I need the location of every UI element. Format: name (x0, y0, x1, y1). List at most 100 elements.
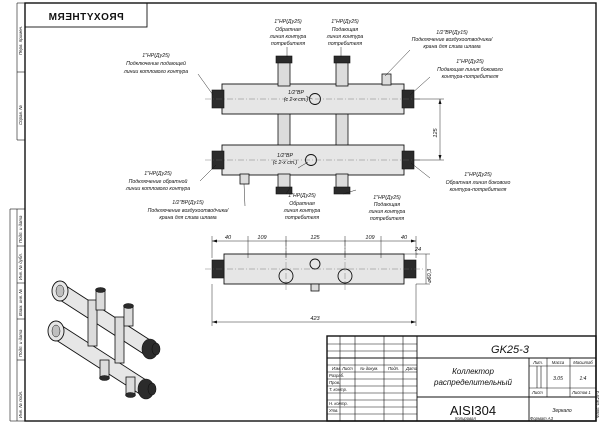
svg-text:Копировал: Копировал (455, 416, 476, 421)
svg-text:потребителя: потребителя (271, 41, 306, 47)
svg-text:Подающая линия бокового: Подающая линия бокового (437, 67, 503, 73)
svg-text:№ докум.: № докум. (360, 366, 378, 371)
side-label: Справ. № (18, 105, 23, 125)
svg-text:1"НР(Ду25): 1"НР(Ду25) (464, 172, 492, 178)
svg-text:Файл: GK25-3: Файл: GK25-3 (595, 390, 600, 418)
manifold-plan-view (205, 240, 425, 292)
dim-40-right: 40 (401, 235, 408, 241)
svg-text:(с 2-х ст.): (с 2-х ст.) (273, 160, 298, 166)
svg-text:Масса: Масса (552, 360, 565, 365)
callout-air-vent: 1/2"ВР(Ду15) Подключение воздухоотводчик… (412, 30, 493, 50)
sheet-frame (24, 2, 597, 422)
svg-text:крана для слива шлама: крана для слива шлама (423, 44, 480, 50)
stamp-text: PROXYTHERM (48, 12, 124, 23)
svg-text:линии котлового контура: линии котлового контура (123, 69, 188, 75)
svg-text:1/2"ВР(Ду15): 1/2"ВР(Ду15) (172, 200, 204, 206)
svg-text:Н. контр.: Н. контр. (329, 401, 348, 406)
svg-text:Подключение обратной: Подключение обратной (129, 178, 188, 185)
dim-109-left: 109 (257, 235, 266, 241)
svg-text:1"НР(Ду25): 1"НР(Ду25) (144, 171, 172, 177)
svg-text:1/2"ВР: 1/2"ВР (277, 153, 294, 159)
mass-value: 3.05 (553, 376, 563, 382)
product-name: Коллектор (452, 367, 494, 376)
side-label: Подп. и дата (18, 329, 23, 357)
side-label: Перв. примен. (18, 26, 23, 55)
svg-text:1"НР(Ду25): 1"НР(Ду25) (456, 59, 484, 65)
title-block: GK25-3 Изм. Лист № докум. Подп. Дата Раз… (326, 335, 600, 422)
svg-text:Обратная: Обратная (275, 27, 301, 33)
svg-text:1"НР(Ду25): 1"НР(Ду25) (142, 53, 170, 59)
svg-text:Листов 1: Листов 1 (571, 390, 591, 395)
svg-text:1"НР(Ду25): 1"НР(Ду25) (274, 19, 302, 25)
svg-text:Дата: Дата (405, 366, 418, 371)
svg-text:Подключение подающей: Подключение подающей (126, 60, 186, 67)
port-sensor (309, 258, 321, 270)
scale-value: 1:4 (580, 376, 587, 382)
material: AISI304 (450, 403, 496, 418)
svg-text:Подающая: Подающая (332, 27, 359, 33)
svg-text:⌀60,3: ⌀60,3 (427, 268, 433, 283)
svg-text:линии котлового контура: линии котлового контура (125, 186, 190, 192)
svg-text:1/2"ВР(Ду15): 1/2"ВР(Ду15) (436, 30, 468, 36)
dimension-423: 423 (211, 284, 417, 326)
callout-return-side: 1"НР(Ду25) Обратная линия бокового конту… (446, 172, 511, 193)
svg-text:Обратная: Обратная (289, 201, 315, 207)
svg-text:линия контура: линия контура (326, 34, 364, 40)
svg-text:линия контура: линия контура (269, 34, 307, 40)
svg-text:Разраб.: Разраб. (329, 373, 344, 378)
callout-supply-side: 1"НР(Ду25) Подающая линия бокового конту… (437, 59, 503, 80)
svg-text:Пров.: Пров. (329, 380, 340, 385)
svg-text:Подающая: Подающая (374, 202, 401, 208)
dimension-chain-top: 40 109 125 109 40 (211, 235, 417, 258)
callout-supply-boiler: 1"НР(Ду25) Подключение подающей линии ко… (123, 53, 188, 75)
svg-text:1/2"ВР: 1/2"ВР (288, 90, 305, 96)
svg-text:Утв.: Утв. (329, 408, 339, 413)
mirror-label: Зеркало (552, 408, 572, 414)
dim-109-right: 109 (365, 235, 374, 241)
callout-sensor-bottom: 1/2"ВР (с 2-х ст.) (273, 153, 298, 166)
svg-text:Подключение воздухоотводчика/: Подключение воздухоотводчика/ (412, 37, 493, 43)
svg-text:1"НР(Ду25): 1"НР(Ду25) (288, 193, 316, 199)
svg-text:Обратная линия бокового: Обратная линия бокового (446, 180, 511, 186)
callout-drain: 1/2"ВР(Ду15) Подключение воздухоотводчик… (148, 200, 229, 221)
svg-text:1"НР(Ду25): 1"НР(Ду25) (331, 19, 359, 25)
callout-leaders (197, 47, 431, 207)
side-label: Взам. инв. № (18, 289, 23, 316)
svg-text:потребителя: потребителя (328, 41, 363, 47)
manifold-isometric-view (47, 280, 161, 400)
svg-text:423: 423 (310, 316, 320, 322)
svg-text:линия контура: линия контура (283, 208, 321, 214)
svg-text:линия контура: линия контура (368, 209, 406, 215)
svg-text:Масштаб: Масштаб (573, 360, 593, 365)
svg-text:Лист: Лист (531, 390, 543, 395)
svg-text:Подп.: Подп. (388, 366, 399, 371)
svg-text:125: 125 (433, 127, 439, 137)
dimension-24: 24 (402, 247, 421, 255)
svg-text:контура-потребителя: контура-потребителя (442, 74, 499, 80)
dim-125: 125 (310, 235, 320, 241)
svg-text:Лит.: Лит. (532, 360, 543, 365)
dimension-diameter: ⌀60,3 (416, 253, 433, 285)
svg-text:Т. контр.: Т. контр. (329, 387, 347, 392)
callout-return-boiler: 1"НР(Ду25) Подключение обратной линии ко… (125, 171, 190, 192)
side-label: Инв. № подл. (18, 391, 23, 418)
dim-40-left: 40 (225, 235, 232, 241)
svg-text:потребителя: потребителя (285, 215, 320, 221)
side-label: Инв. № дубл. (18, 253, 23, 280)
svg-text:Изм.: Изм. (332, 366, 341, 371)
drawing-code: GK25-3 (491, 344, 530, 356)
callout-supply-consumer-top: 1"НР(Ду25) Подающая линия контура потреб… (326, 19, 364, 47)
svg-text:24: 24 (414, 247, 421, 253)
side-label: Подп. и дата (18, 215, 23, 243)
manifold-front-view (205, 55, 420, 195)
air-vent-boss (381, 73, 392, 86)
svg-text:потребителя: потребителя (370, 216, 405, 222)
callout-return-consumer-bottom: 1"НР(Ду25) Обратная линия контура потреб… (283, 193, 321, 221)
stamp-box (24, 2, 148, 28)
callout-supply-consumer-bottom: 1"НР(Ду25) Подающая линия контура потреб… (368, 195, 406, 222)
svg-text:Лист: Лист (341, 366, 353, 371)
svg-text:(с 2-х ст.): (с 2-х ст.) (284, 97, 309, 103)
product-name-line2: распределительный (433, 378, 513, 387)
